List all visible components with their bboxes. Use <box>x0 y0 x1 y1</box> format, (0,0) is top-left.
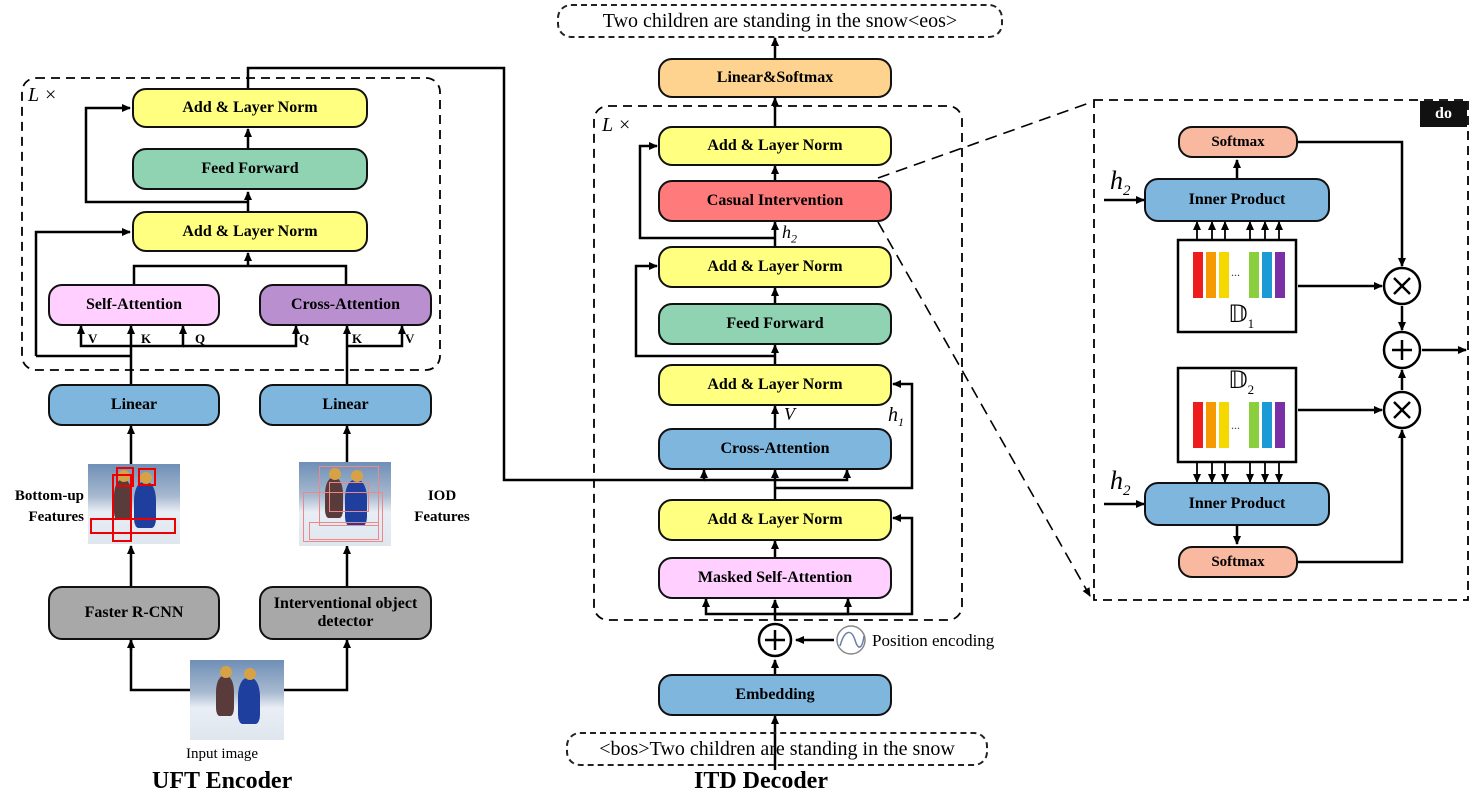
do-h2-top-label: h2 <box>1110 166 1131 200</box>
encoder-linear-right[interactable]: Linear <box>259 384 432 426</box>
enc-v-label-2: V <box>405 331 415 346</box>
do-panel-frame <box>1093 99 1469 601</box>
decoder-h2-label: h2 <box>782 222 797 246</box>
dictionary-1-label: 𝔻1 <box>1228 302 1255 331</box>
do-h2-bottom-label: h2 <box>1110 466 1131 500</box>
input-image <box>190 660 284 740</box>
enc-q-label-2: Q <box>299 331 310 346</box>
decoder-add-norm-1[interactable]: Add & Layer Norm <box>658 126 892 166</box>
casual-intervention-label: Casual Intervention <box>706 192 844 210</box>
inner-product-bottom[interactable]: Inner Product <box>1144 482 1330 526</box>
output-caption: Two children are standing in the snow<eo… <box>557 4 1003 38</box>
dictionary-bar <box>1275 402 1285 448</box>
dictionary-bar <box>1193 402 1203 448</box>
input-caption: <bos>Two children are standing in the sn… <box>566 732 988 766</box>
encoder-cross-attention[interactable]: Cross-Attention <box>259 284 432 326</box>
decoder-layers-label: L × <box>602 114 632 136</box>
dictionary-bar <box>1219 252 1229 298</box>
dictionary-1-bars <box>1193 252 1285 298</box>
decoder-v-label: V <box>784 404 795 424</box>
encoder-add-norm-top[interactable]: Add & Layer Norm <box>132 88 368 128</box>
decoder-title: ITD Decoder <box>694 768 828 794</box>
dictionary-2-ellipsis: ... <box>1231 418 1240 432</box>
decoder-feed-forward[interactable]: Feed Forward <box>658 303 892 345</box>
encoder-add-norm-mid[interactable]: Add & Layer Norm <box>132 211 368 252</box>
dictionary-1-ellipsis: ... <box>1231 265 1240 279</box>
dictionary-bar <box>1249 402 1259 448</box>
dictionary-2-bars <box>1193 402 1285 448</box>
decoder-add-norm-3[interactable]: Add & Layer Norm <box>658 364 892 406</box>
dictionary-bar <box>1206 402 1216 448</box>
dictionary-bar <box>1219 402 1229 448</box>
bottom-up-features-image <box>88 464 180 544</box>
masked-self-attention-block[interactable]: Masked Self-Attention <box>658 557 892 599</box>
iod-features-label: IOD Features <box>414 488 470 525</box>
do-tag: do <box>1420 101 1467 127</box>
faster-rcnn-block[interactable]: Faster R-CNN <box>48 586 220 640</box>
inner-product-top[interactable]: Inner Product <box>1144 178 1330 222</box>
input-image-caption: Input image <box>186 746 259 762</box>
dictionary-bar <box>1262 252 1272 298</box>
linear-softmax-block[interactable]: Linear&Softmax <box>658 58 892 98</box>
decoder-h1-label: h1 <box>888 404 904 429</box>
decoder-cross-attention[interactable]: Cross-Attention <box>658 428 892 470</box>
casual-intervention-block[interactable]: Casual Intervention <box>658 180 892 222</box>
dictionary-2-label: 𝔻2 <box>1228 368 1255 397</box>
enc-v-label-1: V <box>88 331 98 346</box>
encoder-layers-label: L × <box>28 84 58 106</box>
softmax-top[interactable]: Softmax <box>1178 126 1298 158</box>
enc-q-label-1: Q <box>195 331 206 346</box>
encoder-self-attention[interactable]: Self-Attention <box>48 284 220 326</box>
dictionary-bar <box>1249 252 1259 298</box>
wave-icon <box>836 625 866 655</box>
decoder-add-norm-4[interactable]: Add & Layer Norm <box>658 499 892 541</box>
dictionary-bar <box>1193 252 1203 298</box>
decoder-layer-frame <box>593 105 963 621</box>
softmax-bottom[interactable]: Softmax <box>1178 546 1298 578</box>
embedding-block[interactable]: Embedding <box>658 674 892 716</box>
dictionary-bar <box>1262 402 1272 448</box>
position-encoding-label: Position encoding <box>872 631 995 650</box>
dictionary-bar <box>1275 252 1285 298</box>
decoder-add-norm-2[interactable]: Add & Layer Norm <box>658 246 892 288</box>
encoder-title: UFT Encoder <box>152 768 293 794</box>
enc-k-label-1: K <box>141 331 152 346</box>
enc-k-label-2: K <box>352 331 363 346</box>
interventional-object-detector-block[interactable]: Interventional object detector <box>259 586 432 640</box>
iod-features-image <box>299 462 391 546</box>
encoder-layer-frame <box>21 77 441 371</box>
dictionary-bar <box>1206 252 1216 298</box>
bottom-up-features-label: Bottom-up Features <box>14 488 84 525</box>
encoder-feed-forward[interactable]: Feed Forward <box>132 148 368 190</box>
encoder-linear-left[interactable]: Linear <box>48 384 220 426</box>
